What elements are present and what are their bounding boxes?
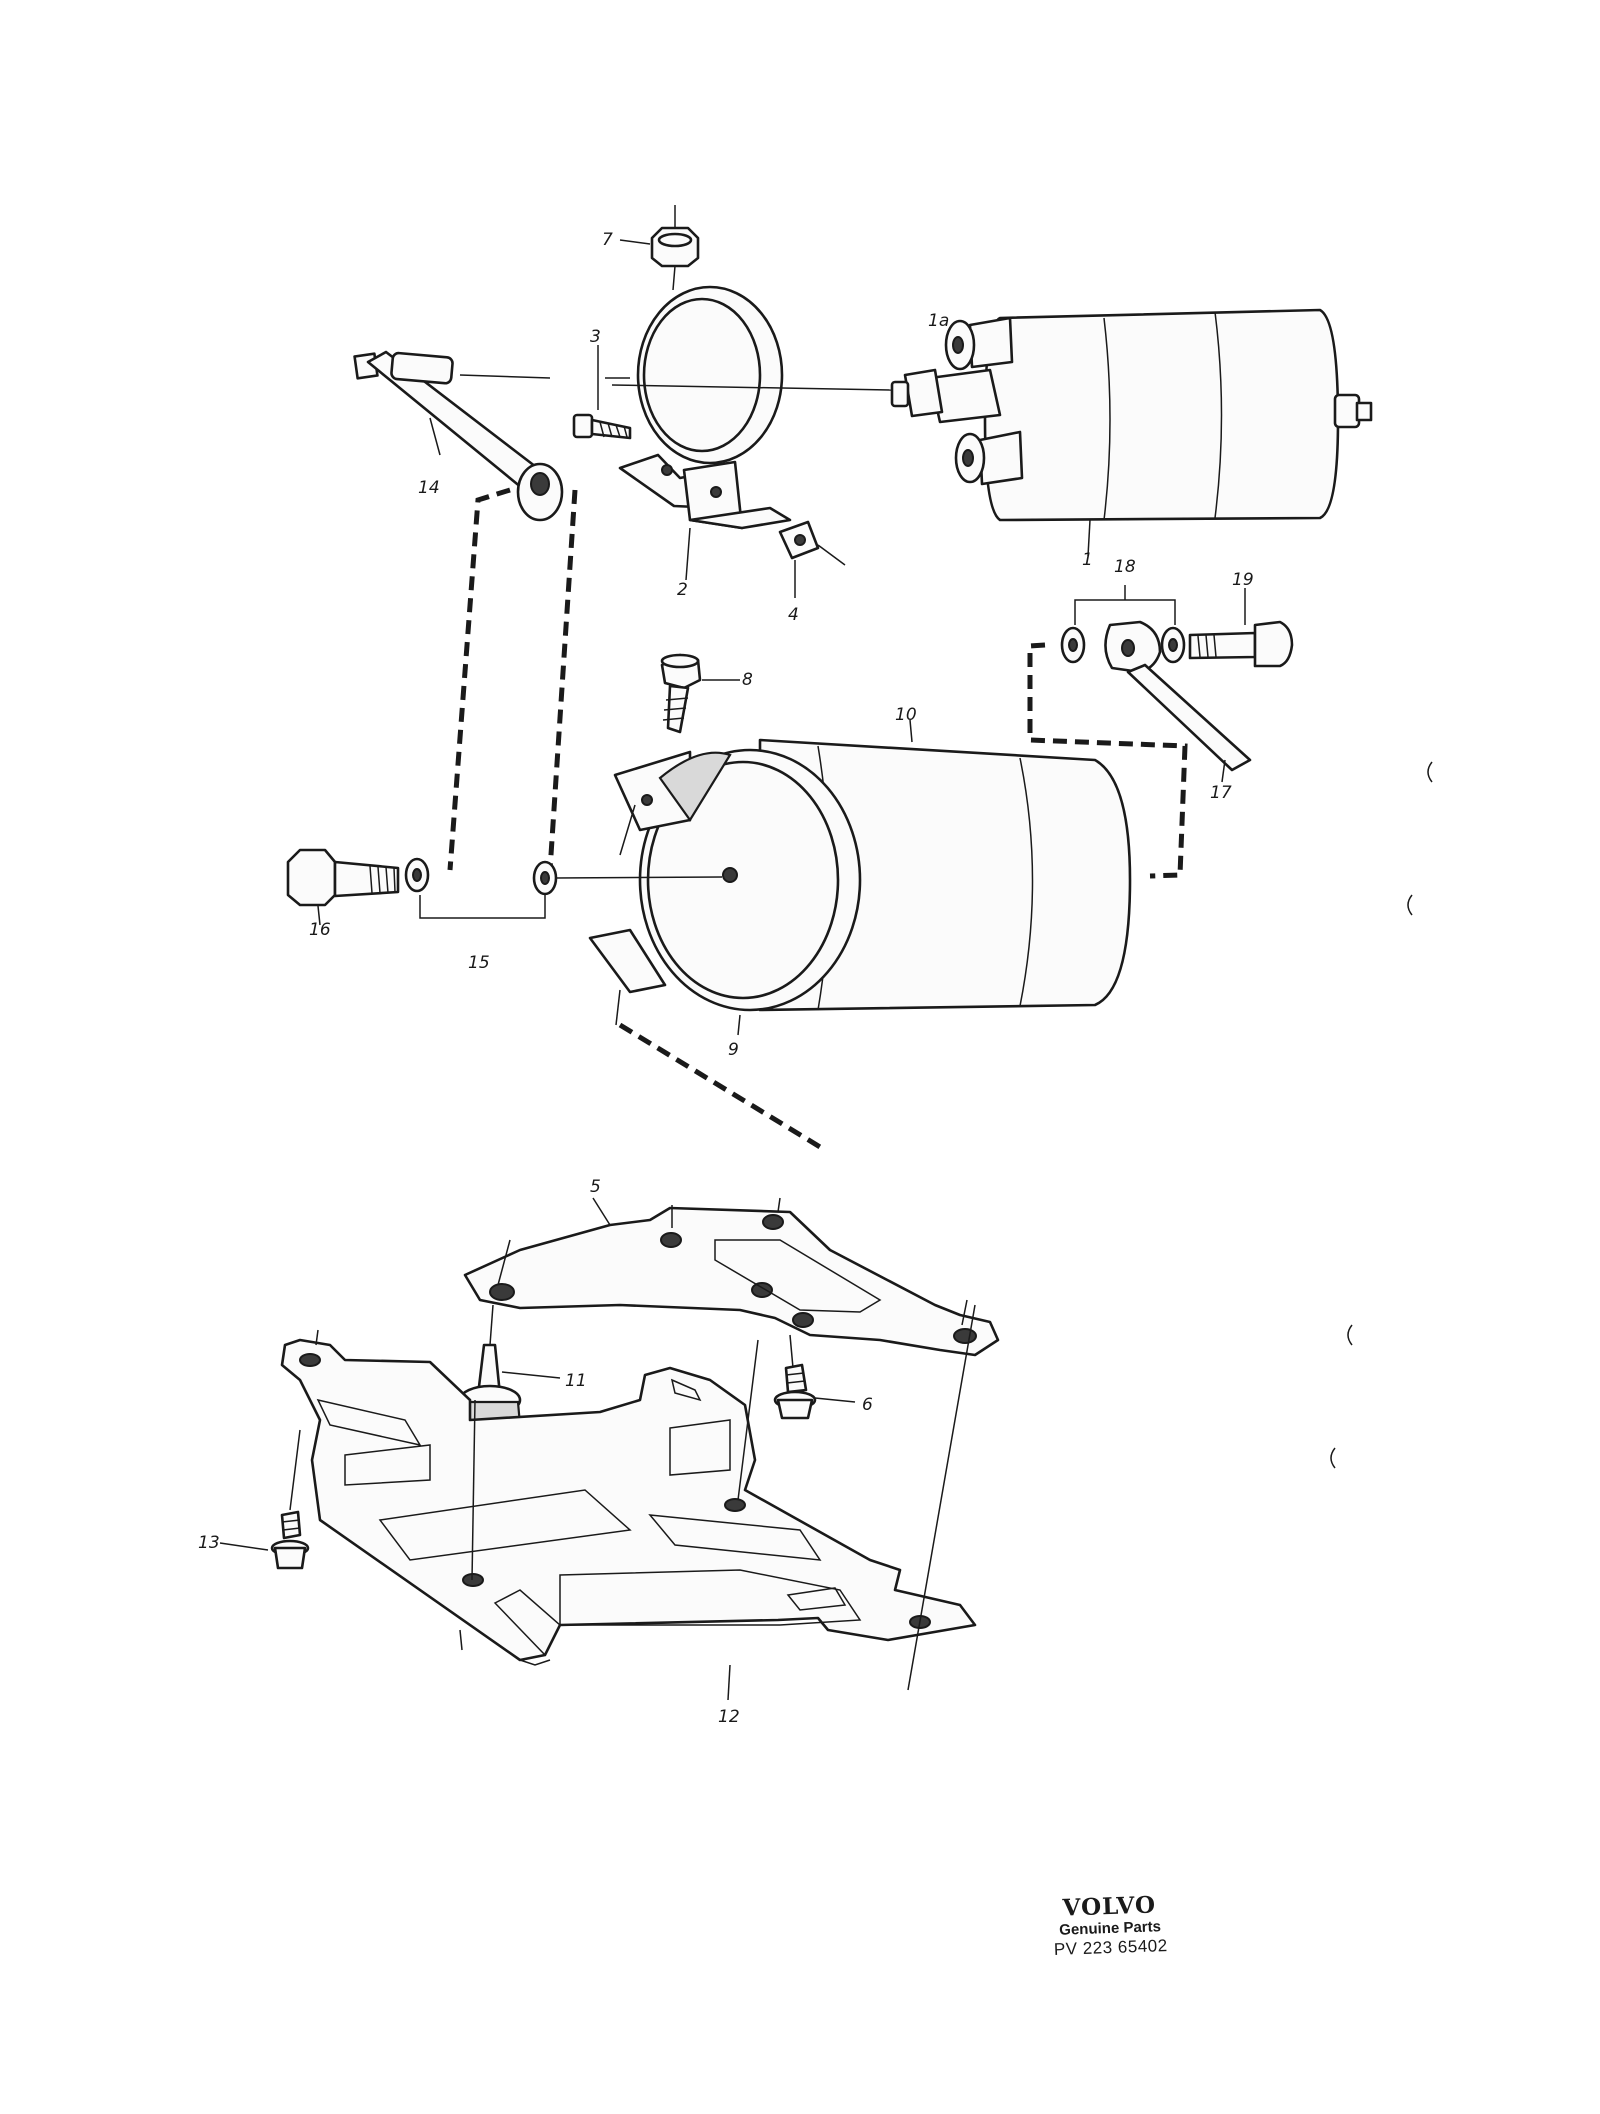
label-11: 11 bbox=[565, 1371, 587, 1391]
label-12: 12 bbox=[718, 1707, 740, 1727]
label-1a: 1a bbox=[928, 311, 949, 331]
label-9: 9 bbox=[728, 1040, 739, 1060]
margin-marks bbox=[1330, 761, 1433, 1469]
label-2: 2 bbox=[677, 580, 688, 600]
part-14-strap bbox=[353, 350, 630, 522]
label-15: 15 bbox=[468, 953, 490, 973]
part-12-base-plate bbox=[280, 1304, 977, 1701]
part-4-clip-nut bbox=[778, 520, 846, 598]
part-13-screw bbox=[219, 1429, 310, 1570]
label-18: 18 bbox=[1114, 557, 1136, 577]
part-8-screw bbox=[660, 653, 740, 734]
label-1: 1 bbox=[1082, 550, 1093, 570]
label-6: 6 bbox=[862, 1395, 873, 1415]
volvo-genuine-parts-stamp: VOLVO Genuine Parts PV 223 65402 bbox=[1039, 1891, 1181, 1961]
part-2-clamp bbox=[618, 285, 792, 581]
label-17: 17 bbox=[1210, 783, 1232, 803]
label-16: 16 bbox=[309, 920, 331, 940]
label-13: 13 bbox=[198, 1533, 220, 1553]
part-10-pump-holder bbox=[588, 719, 1132, 1036]
label-14: 14 bbox=[418, 478, 440, 498]
label-5: 5 bbox=[590, 1177, 601, 1197]
part-15-washers bbox=[404, 857, 723, 919]
part-18-19-17-banjo-fitting bbox=[1060, 585, 1294, 783]
label-19: 19 bbox=[1232, 570, 1254, 590]
part-3-screw bbox=[572, 345, 632, 440]
part-5-bracket bbox=[463, 1197, 1000, 1357]
label-7: 7 bbox=[602, 230, 613, 250]
part-16-bolt bbox=[286, 848, 400, 926]
label-3: 3 bbox=[590, 327, 601, 347]
part-7-nut bbox=[619, 205, 700, 291]
label-10: 10 bbox=[895, 705, 917, 725]
label-4: 4 bbox=[788, 605, 799, 625]
part-1-fuel-pump bbox=[611, 308, 1373, 557]
label-8: 8 bbox=[742, 670, 753, 690]
part-labels: 7 3 1a 14 2 4 1 18 19 8 10 17 16 15 9 5 … bbox=[198, 230, 1254, 1727]
part-6-screw bbox=[773, 1334, 856, 1420]
dashed-assembly-lines bbox=[447, 487, 1188, 1153]
